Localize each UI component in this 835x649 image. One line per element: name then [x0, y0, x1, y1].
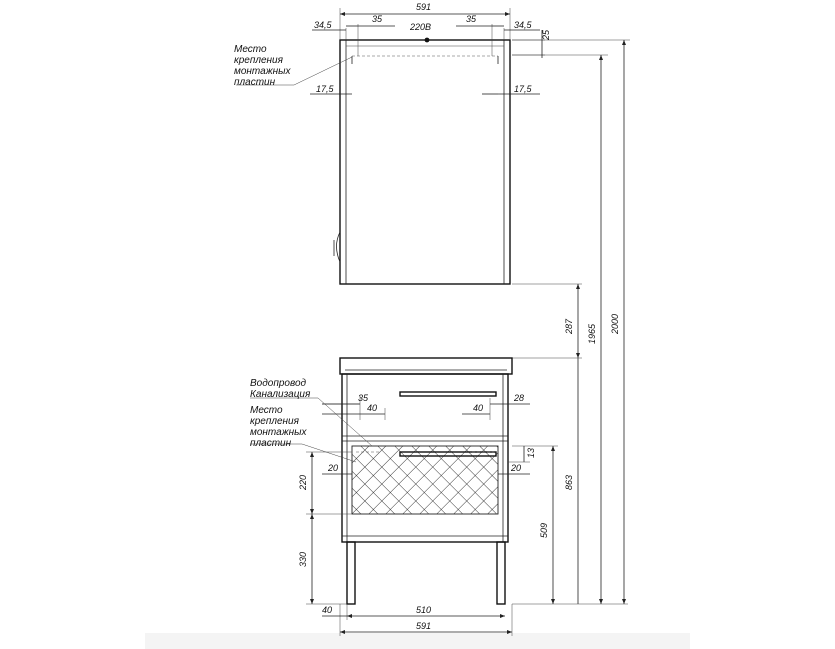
- bottom-strip: [145, 633, 690, 649]
- lower-dimension-lines: [306, 396, 530, 636]
- power-label: 220В: [409, 22, 431, 32]
- svg-text:крепления: крепления: [250, 416, 300, 427]
- svg-text:Водопровод: Водопровод: [250, 378, 307, 389]
- dim-height-509: 509: [539, 523, 549, 538]
- note-plumbing: Водопровод Канализация: [250, 378, 311, 400]
- upper-cabinet: [333, 37, 511, 285]
- svg-text:Канализация: Канализация: [250, 389, 311, 400]
- upper-leaders: [236, 56, 353, 86]
- dim-pipe-left-40: 40: [367, 403, 377, 413]
- vertical-dimensions: [512, 40, 628, 605]
- dim-gap-287: 287: [564, 318, 574, 335]
- dim-pipe-left-35: 35: [358, 393, 369, 403]
- dim-top-left-mount: 17,5: [316, 84, 335, 94]
- dim-height-330: 330: [298, 552, 308, 567]
- dim-mount-left-20: 20: [327, 463, 338, 473]
- upper-extension-lines: [339, 8, 630, 285]
- svg-text:пластин: пластин: [234, 77, 276, 88]
- dim-height-863: 863: [564, 475, 574, 490]
- svg-text:монтажных: монтажных: [250, 427, 307, 438]
- dim-drawer-13: 13: [526, 448, 536, 458]
- power-outlet-icon: [424, 37, 430, 43]
- dim-mount-right-20: 20: [510, 463, 521, 473]
- dim-bottom-510: 510: [416, 605, 431, 615]
- dim-top-offset: 25: [541, 29, 551, 41]
- note-mount-bottom: Место крепления монтажных пластин: [250, 405, 307, 449]
- dim-top-right-inset: 35: [466, 14, 477, 24]
- dim-top-left-inset: 35: [372, 14, 383, 24]
- note-mount-top: Место крепления монтажных пластин: [234, 44, 291, 88]
- svg-text:Место: Место: [234, 44, 267, 55]
- dim-height-220: 220: [298, 475, 308, 491]
- dim-top-width: 591: [416, 2, 431, 12]
- dim-height-1965: 1965: [587, 323, 597, 344]
- dim-top-right-mount: 17,5: [514, 84, 533, 94]
- dim-bottom-width: 591: [416, 621, 431, 631]
- dim-pipe-right-28: 28: [513, 393, 524, 403]
- dim-bottom-40: 40: [322, 605, 332, 615]
- svg-text:монтажных: монтажных: [234, 66, 291, 77]
- svg-text:Место: Место: [250, 405, 283, 416]
- upper-dimension-lines: [310, 12, 543, 95]
- svg-text:пластин: пластин: [250, 438, 292, 449]
- svg-text:крепления: крепления: [234, 55, 284, 66]
- dim-top-left-edge: 34,5: [314, 20, 333, 30]
- lower-leaders: [250, 397, 373, 463]
- dim-top-right-edge: 34,5: [514, 20, 533, 30]
- dim-pipe-right-40: 40: [473, 403, 483, 413]
- dim-height-2000: 2000: [610, 314, 620, 335]
